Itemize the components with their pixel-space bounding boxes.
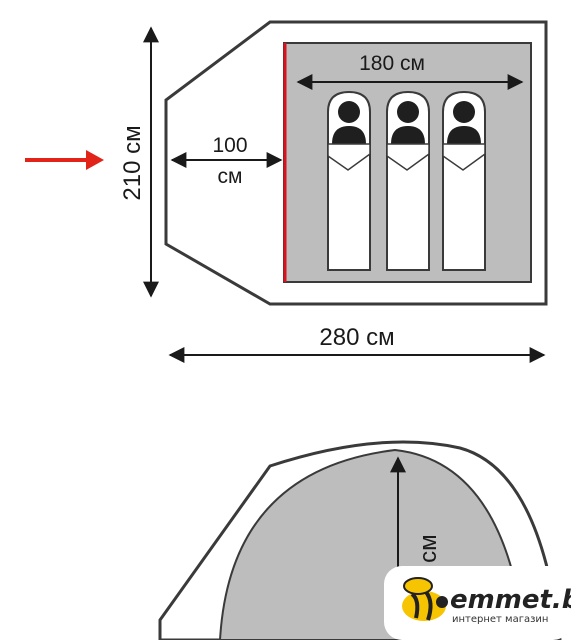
sleeper-2 xyxy=(386,90,430,271)
sleeper-3 xyxy=(442,90,486,271)
watermark-brand: emmet.by xyxy=(450,585,571,615)
person-icon xyxy=(327,101,371,171)
inner-width-label: 180 см xyxy=(359,52,425,75)
depth-label: 210 см xyxy=(119,125,146,200)
vestibule-label-number: 100 xyxy=(212,134,247,157)
person-icon xyxy=(386,101,430,171)
watermark: emmet.by интернет магазин xyxy=(384,566,571,640)
width-label: 280 см xyxy=(319,324,394,351)
arrow-right-icon xyxy=(25,150,104,170)
person-icon xyxy=(442,101,486,171)
vestibule-label-unit: см xyxy=(218,165,243,188)
bee-icon xyxy=(402,577,448,621)
floor-plan: 180 см 100 см 210 см 280 см xyxy=(25,20,548,363)
watermark-tagline: интернет магазин xyxy=(452,614,548,625)
sleeper-1 xyxy=(327,90,371,271)
